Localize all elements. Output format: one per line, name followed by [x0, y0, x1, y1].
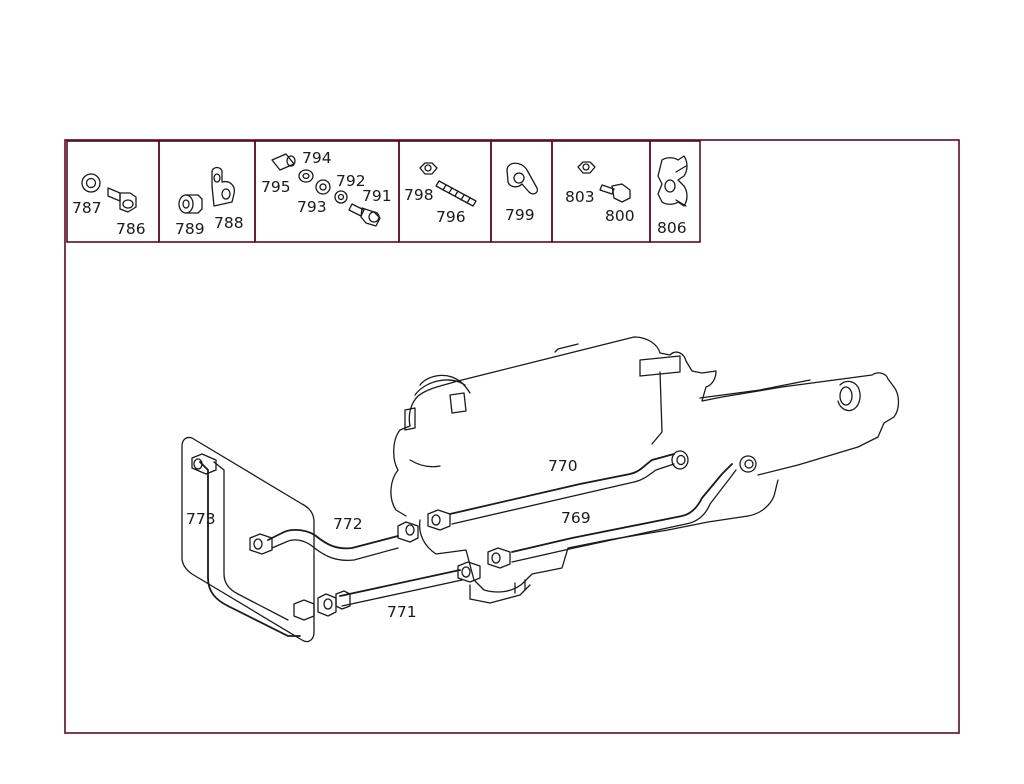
bolt-icon-800: [599, 183, 631, 203]
oil-cooler-outline: [181, 436, 315, 643]
oil-line-771-inner: [341, 579, 463, 607]
part-label-796: 796: [436, 208, 466, 226]
oil-line-773: [199, 461, 301, 637]
fitting-772-right: [397, 521, 419, 543]
part-label-786: 786: [116, 220, 146, 238]
part-label-803: 803: [565, 188, 595, 206]
bolt-icon-791: [348, 203, 381, 227]
callout-772: 772: [333, 515, 363, 533]
oil-line-772: [267, 529, 399, 550]
part-label-789: 789: [175, 220, 205, 238]
fitting-773-top: [191, 453, 217, 475]
part-label-799: 799: [505, 206, 535, 224]
rubber-mount-icon-806: [657, 155, 688, 207]
callout-769: 769: [561, 509, 591, 527]
oil-line-769-inner: [511, 469, 737, 563]
washer-icon-792: [334, 190, 348, 204]
callout-773: 773: [186, 510, 216, 528]
washer-icon-787: [81, 173, 101, 193]
oil-line-770: [449, 453, 675, 515]
oil-line-770-inner: [451, 463, 675, 525]
oil-line-771: [339, 569, 461, 597]
callout-771: 771: [387, 603, 417, 621]
part-label-795: 795: [261, 178, 291, 196]
oil-line-773-inner: [213, 461, 289, 621]
fitting-770-right: [671, 450, 689, 470]
engine-transmission-drawing: [390, 336, 900, 604]
callout-770: 770: [548, 457, 578, 475]
fitting-771-left: [335, 590, 351, 610]
part-label-806: 806: [657, 219, 687, 237]
fitting-769-right: [739, 455, 757, 473]
part-label-791: 791: [362, 187, 392, 205]
nut-icon-798: [419, 162, 438, 175]
part-label-793: 793: [297, 198, 327, 216]
bracket-icon-788: [211, 166, 236, 207]
part-label-787: 787: [72, 199, 102, 217]
part-label-800: 800: [605, 207, 635, 225]
ring-icon-794: [298, 169, 314, 183]
diagram-frame: [64, 139, 960, 734]
washer-icon-793: [315, 179, 331, 195]
part-cell-7[interactable]: [649, 140, 701, 243]
plug-icon-789: [178, 194, 203, 214]
parts-row: [66, 140, 701, 243]
fitting-769-left: [487, 547, 511, 569]
fitting-771-right: [457, 561, 481, 583]
part-label-788: 788: [214, 214, 244, 232]
oil-line-772-inner: [271, 539, 399, 562]
stud-icon-796: [435, 180, 477, 207]
clamp-icon-799: [506, 162, 539, 195]
nut-icon-803: [577, 161, 596, 174]
part-cell-5[interactable]: [490, 140, 553, 243]
fitting-772-left: [249, 533, 273, 555]
banjo-bolt-icon-786: [107, 187, 137, 213]
fitting-773-bottom: [293, 593, 337, 621]
oil-line-769: [511, 463, 733, 553]
fitting-770-left: [427, 509, 451, 531]
part-label-794: 794: [302, 149, 332, 167]
part-label-792: 792: [336, 172, 366, 190]
part-label-798: 798: [404, 186, 434, 204]
sleeve-icon-795: [271, 153, 296, 171]
